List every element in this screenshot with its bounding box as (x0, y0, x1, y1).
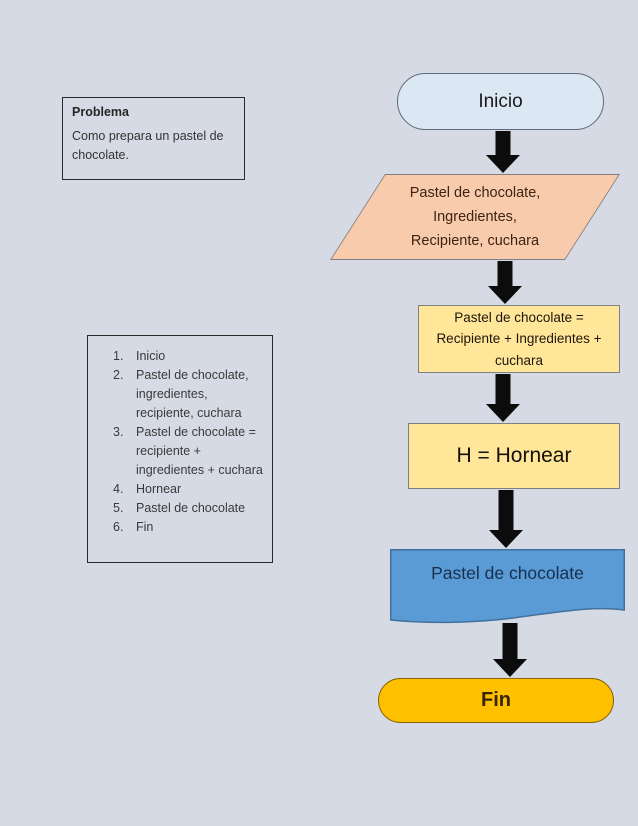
problem-box: Problema Como prepara un pastel de choco… (62, 97, 245, 180)
steps-box: 1. Inicio 2. Pastel de chocolate, ingred… (87, 335, 273, 563)
input-text: Pastel de chocolate, Ingredientes, Recip… (385, 181, 565, 253)
step-text: Fin (136, 520, 154, 534)
step-number: 5. (113, 501, 124, 515)
step-text: Pastel de chocolate (136, 501, 246, 515)
step-number: 3. (113, 425, 124, 439)
step-text: Pastel de chocolate, ingredientes, recip… (136, 368, 249, 420)
list-item: 6. Fin (113, 518, 266, 537)
step-text: Inicio (136, 349, 166, 363)
flowchart-process-box: H = Hornear (408, 423, 620, 489)
step-number: 2. (113, 368, 124, 382)
input-line: Pastel de chocolate, (409, 185, 541, 201)
flowchart-end-terminator: Fin (378, 678, 614, 723)
arrow-down-icon (488, 261, 522, 304)
flowchart-output-document: Pastel de chocolate (390, 549, 625, 624)
list-item: 4. Hornear (113, 480, 266, 499)
step-number: 4. (113, 482, 124, 496)
arrow-down-icon (489, 490, 523, 548)
step-text: Hornear (136, 482, 182, 496)
step-number: 1. (113, 349, 124, 363)
flowchart-input-parallelogram: Pastel de chocolate, Ingredientes, Recip… (330, 174, 620, 260)
arrow-down-icon (486, 374, 520, 422)
step-number: 6. (113, 520, 124, 534)
step-text: Pastel de chocolate = recipiente + ingre… (136, 425, 263, 477)
process-line: Recipiente + Ingredientes + (436, 331, 602, 347)
document-shape (390, 549, 625, 624)
arrow-down-icon (493, 623, 527, 677)
problem-title: Problema (72, 105, 129, 119)
list-item: 5. Pastel de chocolate (113, 499, 266, 518)
flowchart-process-box: Pastel de chocolate = Recipiente + Ingre… (418, 305, 620, 373)
list-item: 2. Pastel de chocolate, ingredientes, re… (113, 366, 266, 423)
list-item: 3. Pastel de chocolate = recipiente + in… (113, 423, 266, 480)
process-line: cuchara (494, 352, 544, 368)
input-line: Ingredientes, (433, 209, 517, 225)
list-item: 1. Inicio (113, 347, 266, 366)
process-line: Pastel de chocolate = (454, 309, 584, 325)
arrow-down-icon (486, 131, 520, 173)
input-line: Recipiente, cuchara (410, 233, 540, 249)
problem-text: Como prepara un pastel de chocolate. (72, 129, 224, 162)
flowchart-start-terminator: Inicio (397, 73, 604, 130)
output-text: Pastel de chocolate (431, 563, 584, 583)
